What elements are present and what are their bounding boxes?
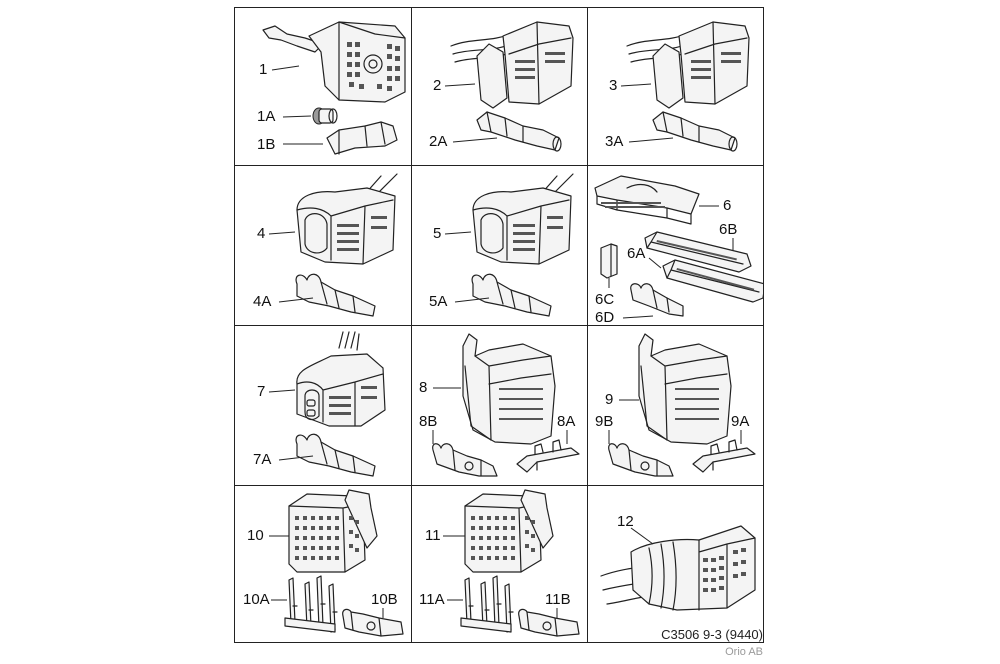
- wire-seal-icon: [312, 107, 338, 125]
- cell-4: 4 4A: [235, 166, 411, 325]
- label-4A: 4A: [253, 293, 271, 310]
- label-1A: 1A: [257, 108, 275, 125]
- crimp-terminal-icon: [630, 283, 684, 317]
- label-9A: 9A: [731, 413, 749, 430]
- connector-housing-icon: [262, 21, 406, 103]
- crimp-terminal-icon: [295, 433, 376, 477]
- label-5: 5: [433, 225, 441, 242]
- label-12: 12: [617, 513, 634, 530]
- cell-5: 5 5A: [411, 166, 587, 325]
- crimp-terminal-icon: [460, 575, 514, 633]
- cell-9: 9 9A 9B: [587, 326, 763, 485]
- label-11B: 11B: [545, 591, 571, 608]
- locking-strip-icon: [692, 439, 756, 473]
- locking-strip-icon: [600, 243, 618, 279]
- crimp-terminal-icon: [284, 575, 338, 633]
- crimp-terminal-icon: [476, 111, 562, 152]
- grid-divider: [235, 165, 763, 166]
- connector-housing-icon: [296, 173, 398, 265]
- parts-grid: 1 1A 1B 2: [234, 7, 764, 643]
- crimp-terminal-icon: [652, 111, 738, 152]
- cell-10: 10 10A 10B: [235, 486, 411, 642]
- label-5A: 5A: [429, 293, 447, 310]
- grid-divider: [235, 485, 763, 486]
- crimp-terminal-icon: [608, 443, 674, 477]
- crimp-terminal-icon: [295, 273, 376, 317]
- connector-housing-icon: [594, 175, 700, 225]
- connector-housing-icon: [600, 525, 756, 611]
- label-6B: 6B: [719, 221, 737, 238]
- label-2: 2: [433, 77, 441, 94]
- label-6A: 6A: [627, 245, 645, 262]
- connector-housing-icon: [638, 333, 732, 445]
- connector-housing-icon: [296, 331, 386, 427]
- crimp-terminal-icon: [518, 608, 580, 637]
- label-2A: 2A: [429, 133, 447, 150]
- grid-divider: [411, 8, 412, 642]
- label-6D: 6D: [595, 309, 614, 325]
- connector-4-drawing: 4 4A: [253, 173, 398, 317]
- label-3A: 3A: [605, 133, 623, 150]
- crimp-terminal-icon: [326, 121, 398, 155]
- connector-7-drawing: 7 7A: [253, 331, 386, 477]
- label-4: 4: [257, 225, 265, 242]
- connector-2-drawing: 2 2A: [429, 21, 574, 152]
- connector-housing-icon: [626, 21, 750, 109]
- publisher-credit: Orio AB: [725, 646, 763, 658]
- cell-7: 7 7A: [235, 326, 411, 485]
- connector-housing-icon: [450, 21, 574, 109]
- cell-3: 3 3A: [587, 8, 763, 165]
- label-9B: 9B: [595, 413, 613, 430]
- label-6: 6: [723, 197, 731, 214]
- label-1: 1: [259, 61, 267, 78]
- figure-caption: C3506 9-3 (9440): [661, 627, 763, 642]
- connector-8-drawing: 8 8A 8B: [419, 333, 580, 477]
- label-8B: 8B: [419, 413, 437, 430]
- grid-divider: [587, 8, 588, 642]
- label-1B: 1B: [257, 136, 275, 153]
- label-6C: 6C: [595, 291, 614, 308]
- connector-5-drawing: 5 5A: [429, 173, 574, 317]
- label-10A: 10A: [243, 591, 270, 608]
- label-8: 8: [419, 379, 427, 396]
- connector-housing-icon: [462, 333, 556, 445]
- connector-housing-icon: [472, 173, 574, 265]
- connector-9-drawing: 9 9A 9B: [595, 333, 756, 477]
- label-10: 10: [247, 527, 264, 544]
- label-10B: 10B: [371, 591, 398, 608]
- label-9: 9: [605, 391, 613, 408]
- crimp-terminal-icon: [471, 273, 552, 317]
- connector-10-drawing: 10 10A 10B: [243, 489, 404, 637]
- connector-11-drawing: 11 11A 11B: [419, 489, 580, 637]
- cell-11: 11 11A 11B: [411, 486, 587, 642]
- label-3: 3: [609, 77, 617, 94]
- locking-strip-icon: [516, 439, 580, 473]
- label-11A: 11A: [419, 591, 445, 608]
- label-7: 7: [257, 383, 265, 400]
- cell-8: 8 8A 8B: [411, 326, 587, 485]
- cell-6: 6 6B 6A 6C: [587, 166, 763, 325]
- crimp-terminal-icon: [342, 608, 404, 637]
- connector-12-drawing: 12: [600, 513, 756, 611]
- label-8A: 8A: [557, 413, 575, 430]
- label-7A: 7A: [253, 451, 271, 468]
- grid-divider: [235, 325, 763, 326]
- crimp-terminal-icon: [432, 443, 498, 477]
- cell-1: 1 1A 1B: [235, 8, 411, 165]
- connector-housing-icon: [464, 489, 554, 573]
- connector-1-drawing: 1 1A 1B: [257, 21, 406, 155]
- cell-2: 2 2A: [411, 8, 587, 165]
- locking-strip-icon: [662, 259, 763, 303]
- label-11: 11: [425, 527, 441, 544]
- locking-strip-icon: [644, 231, 752, 273]
- connector-housing-icon: [288, 489, 378, 573]
- cell-12: 12: [587, 486, 763, 642]
- connector-3-drawing: 3 3A: [605, 21, 750, 152]
- connector-6-drawing: 6 6B 6A 6C: [594, 175, 763, 325]
